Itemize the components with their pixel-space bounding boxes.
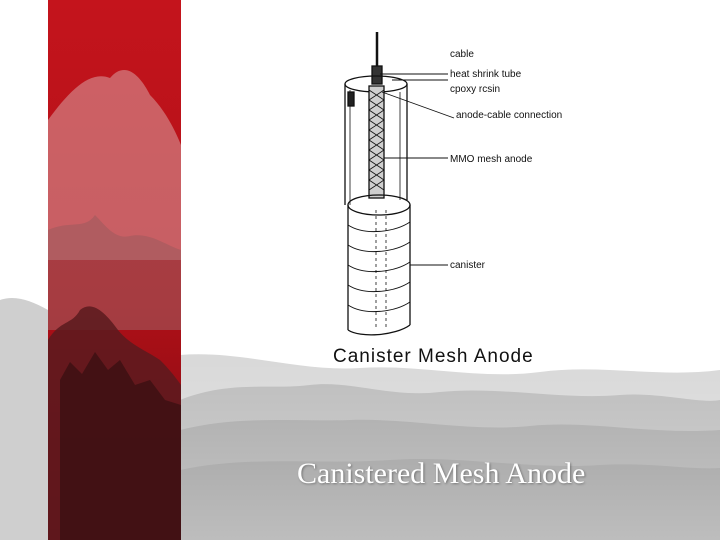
leader-lines: [380, 73, 455, 266]
diagram-caption: Canister Mesh Anode: [333, 346, 534, 367]
slide-title: Canistered Mesh Anode: [297, 457, 586, 490]
label-heat-shrink-tube: heat shrink tube: [450, 69, 522, 80]
mmo-mesh-strip: [368, 85, 385, 199]
red-band-mountains: [0, 69, 181, 540]
heat-shrink-tube: [371, 65, 383, 85]
label-anode-cable-connection: anode-cable connection: [456, 110, 563, 121]
label-epoxy-resin: cpoxy rcsin: [450, 84, 501, 95]
canister-body: [347, 194, 411, 336]
label-mmo-mesh-anode: MMO mesh anode: [450, 154, 533, 165]
label-cable: cable: [450, 49, 474, 60]
label-canister: canister: [450, 260, 486, 271]
